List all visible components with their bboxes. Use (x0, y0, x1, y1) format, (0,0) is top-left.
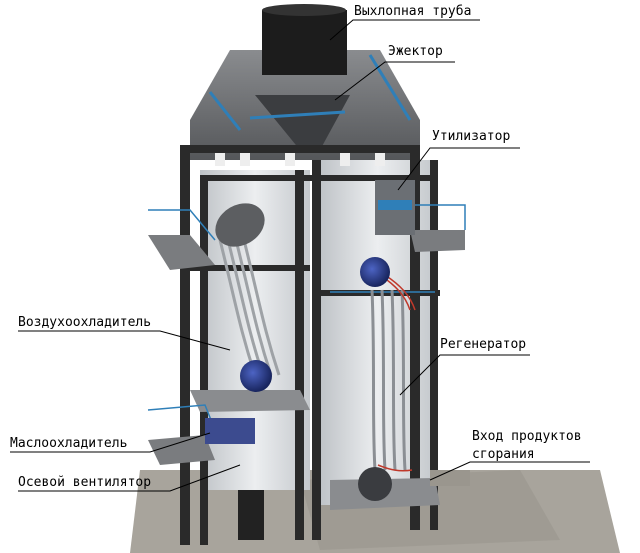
ejector-accent-mid (249, 110, 346, 120)
label-ejector: Эжектор (388, 44, 443, 59)
exhaust-pipe (262, 10, 347, 75)
regenerator-tubes (370, 289, 407, 471)
label-air-cooler: Воздухоохладитель (18, 315, 151, 330)
label-exhaust-pipe: Выхлопная труба (354, 4, 471, 19)
regenerator-upper-header (360, 257, 390, 287)
regenerator-lower-header (358, 467, 392, 501)
label-regenerator: Регенератор (440, 337, 526, 352)
label-utilizer: Утилизатор (432, 129, 510, 144)
ejector-accent-right (368, 54, 412, 121)
air-cooler-lower-header (240, 360, 272, 392)
support-frame (180, 145, 440, 545)
label-inlet-line1: Вход продуктов (472, 429, 582, 444)
gas-inlet-duct (430, 470, 470, 486)
label-axial-fan: Осевой вентилятор (18, 475, 151, 490)
label-inlet-line2: сгорания (472, 447, 535, 462)
hood-louvers (215, 150, 385, 166)
air-cooler-upper-header (215, 203, 265, 247)
label-oil-cooler: Маслоохладитель (10, 436, 127, 451)
oil-cooler-block (205, 418, 255, 444)
hood-front-face (255, 95, 350, 150)
exhaust-pipe-rim (262, 4, 346, 16)
ejector-accent-left (208, 91, 242, 131)
utilizer-coil (378, 200, 412, 210)
leader-lines (10, 19, 590, 492)
